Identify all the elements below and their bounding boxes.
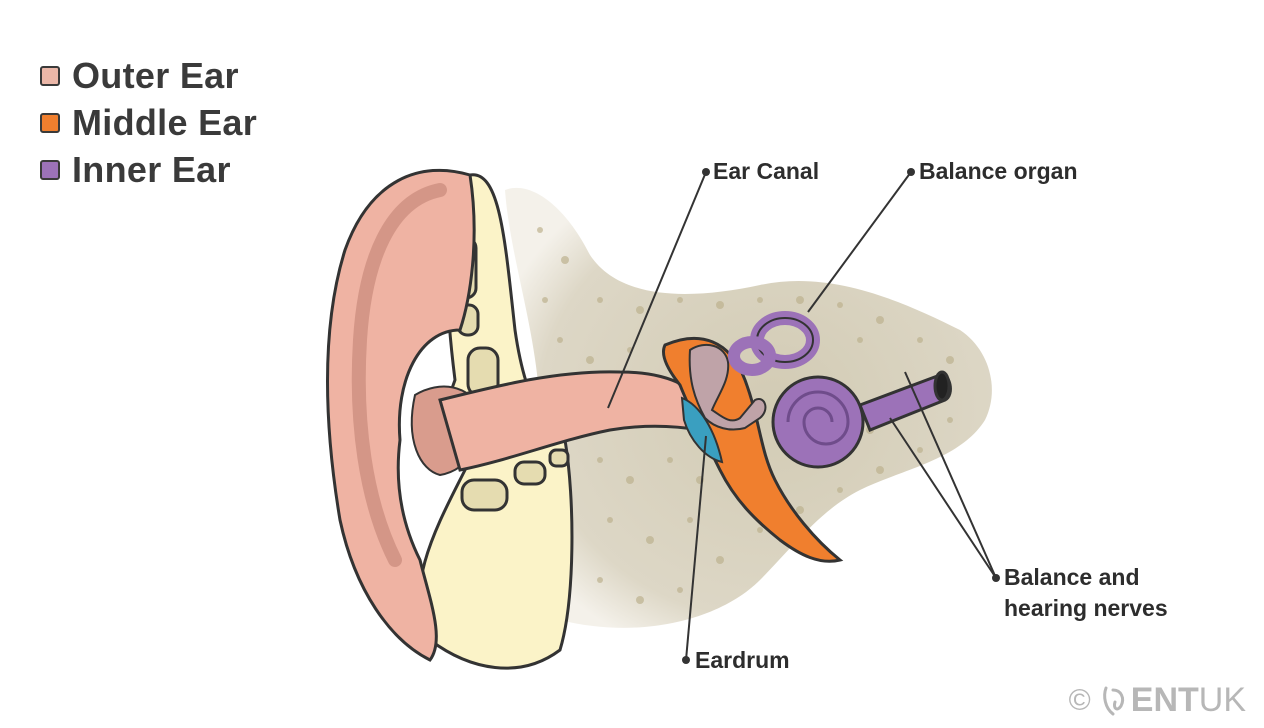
pointer-lines [607, 171, 997, 661]
label-nerves-line-2: hearing nerves [1004, 595, 1168, 621]
label-nerves-line-1: Balance and [1004, 564, 1140, 590]
nerve-end [933, 370, 951, 402]
eardrum-pointer [685, 435, 707, 661]
cochlea [771, 375, 865, 469]
copyright-symbol: © [1068, 683, 1091, 717]
ear-canal-pointer [607, 171, 707, 409]
pointer-dots [682, 168, 1000, 664]
label-ear-canal: Ear Canal [713, 158, 820, 184]
legend-swatch-middle-ear [40, 112, 60, 133]
balance-organ-pointer [807, 171, 912, 313]
legend-label-inner-ear: Inner Ear [72, 148, 231, 190]
legend-swatch-outer-ear [40, 65, 60, 86]
legend-swatch-inner-ear [40, 159, 60, 180]
nerve-pointer-2 [889, 417, 997, 579]
label-balance-hearing-nerves: Balance and hearing nerves [1004, 562, 1168, 624]
logo-brand-bold: ENT [1130, 681, 1199, 719]
legend: Outer Ear Middle Ear Inner Ear [40, 52, 257, 193]
entuk-emblem-icon [1102, 686, 1124, 715]
legend-item-inner-ear: Inner Ear [40, 146, 257, 193]
ossicles [688, 343, 767, 431]
cochlea-spiral [786, 390, 850, 446]
label-balance-organ: Balance organ [919, 158, 1078, 184]
label-eardrum: Eardrum [695, 647, 790, 673]
inner-ear [728, 311, 952, 469]
semicircular-canal-2 [728, 336, 776, 376]
eardrum-shape [680, 396, 724, 464]
legend-item-outer-ear: Outer Ear [40, 52, 257, 99]
legend-label-middle-ear: Middle Ear [72, 101, 258, 143]
legend-label-outer-ear: Outer Ear [72, 54, 239, 96]
pinna-fold [351, 183, 447, 567]
logo-brand-light: UK [1198, 681, 1246, 719]
nerve-pointer-1 [904, 371, 997, 579]
legend-item-middle-ear: Middle Ear [40, 99, 257, 146]
